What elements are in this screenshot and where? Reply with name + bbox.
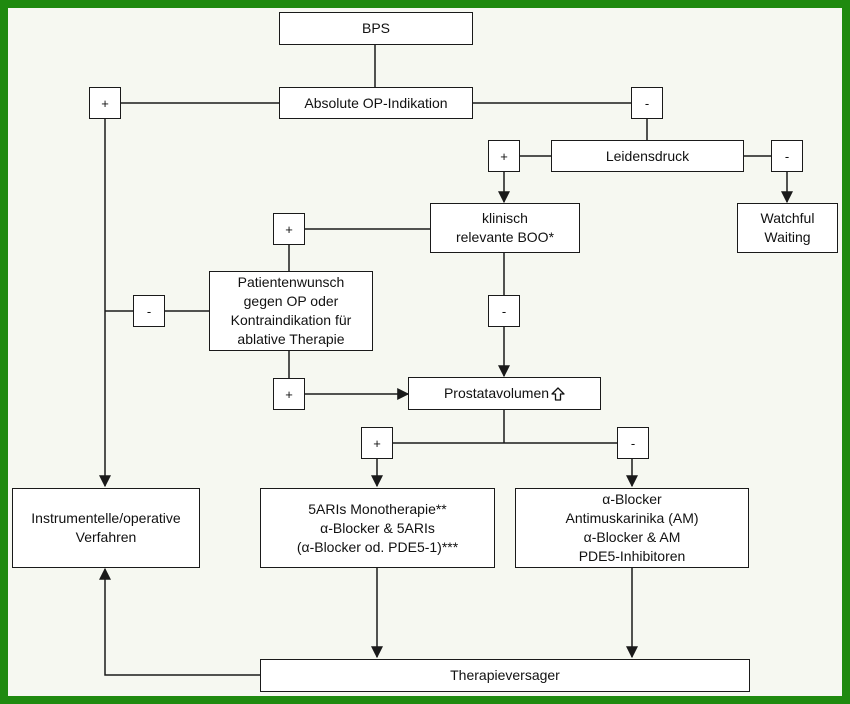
patientenwunsch-node: Patientenwunsch gegen OP oder Kontraindi…	[209, 271, 373, 351]
diagram-canvas	[8, 8, 842, 696]
boo-no-decision: -	[488, 295, 520, 327]
watchful-waiting-node: Watchful Waiting	[737, 203, 838, 253]
leidensdruck-yes-sign: +	[500, 148, 508, 164]
boo-yes-sign: +	[285, 221, 293, 237]
op-no-decision: -	[631, 87, 663, 119]
bps-node: BPS	[279, 12, 473, 45]
therapieversager-label: Therapieversager	[450, 667, 560, 683]
boo-no-sign: -	[501, 303, 507, 319]
alpha-blocker-therapy-label: α-Blocker Antimuskarinika (AM) α-Blocker…	[565, 491, 699, 564]
klinisch-boo-node: klinisch relevante BOO*	[430, 203, 580, 253]
watchful-waiting-label: Watchful Waiting	[760, 210, 815, 245]
leidensdruck-label: Leidensdruck	[605, 147, 690, 164]
patientenwunsch-no-sign: -	[146, 303, 152, 319]
leidensdruck-yes-decision: +	[488, 140, 520, 172]
absolute-op-indikation-node: Absolute OP-Indikation	[279, 87, 473, 119]
patientenwunsch-yes-sign: +	[285, 386, 293, 402]
prostatavolumen-no-sign: -	[630, 435, 636, 451]
prostatavolumen-yes-sign: +	[373, 435, 381, 451]
op-no-sign: -	[644, 95, 650, 111]
prostatavolumen-node: Prostatavolumen	[408, 377, 601, 410]
prostatavolumen-yes-decision: +	[361, 427, 393, 459]
arrow-versager-instrumentelle	[99, 567, 260, 676]
prostatavolumen-label: Prostatavolumen	[443, 385, 550, 401]
patientenwunsch-no-decision: -	[133, 295, 165, 327]
fiveari-therapy-label: 5ARIs Monotherapie** α-Blocker & 5ARIs (…	[296, 500, 459, 555]
leidensdruck-no-decision: -	[771, 140, 803, 172]
boo-yes-decision: +	[273, 213, 305, 245]
absolute-op-indikation-label: Absolute OP-Indikation	[304, 94, 448, 111]
leidensdruck-node: Leidensdruck	[551, 140, 744, 172]
op-yes-sign: +	[101, 95, 109, 111]
klinisch-boo-label: klinisch relevante BOO*	[455, 210, 555, 245]
alpha-blocker-therapy-node: α-Blocker Antimuskarinika (AM) α-Blocker…	[515, 488, 749, 568]
bps-label: BPS	[361, 20, 390, 36]
patientenwunsch-yes-decision: +	[273, 378, 305, 410]
op-yes-decision: +	[89, 87, 121, 119]
outline-up-arrow-icon	[551, 386, 565, 401]
leidensdruck-no-sign: -	[784, 148, 790, 164]
instrumentelle-verfahren-label: Instrumentelle/operative Verfahren	[31, 510, 181, 545]
instrumentelle-verfahren-node: Instrumentelle/operative Verfahren	[12, 488, 200, 568]
prostatavolumen-no-decision: -	[617, 427, 649, 459]
fiveari-therapy-node: 5ARIs Monotherapie** α-Blocker & 5ARIs (…	[260, 488, 495, 568]
therapieversager-node: Therapieversager	[260, 659, 750, 692]
patientenwunsch-label: Patientenwunsch gegen OP oder Kontraindi…	[230, 274, 352, 347]
